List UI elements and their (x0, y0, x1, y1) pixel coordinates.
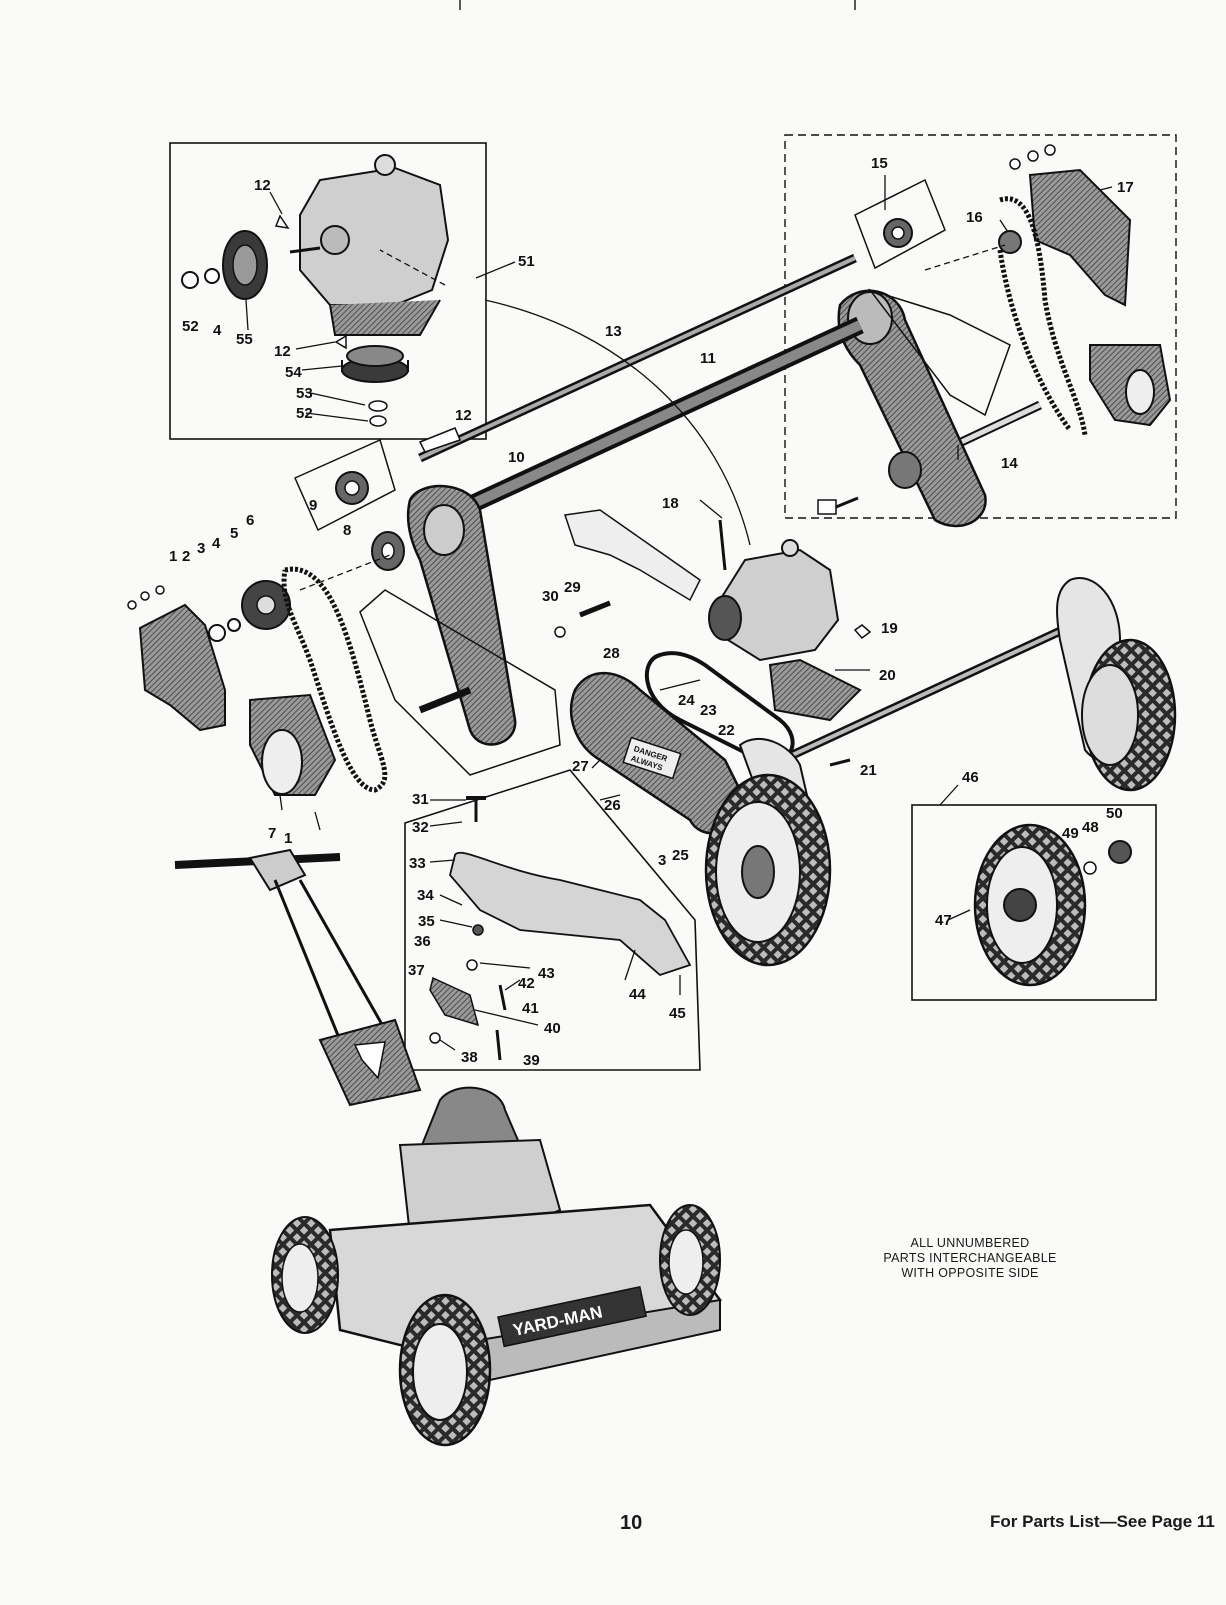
callout-3: 3 (658, 852, 666, 869)
callout-47: 47 (935, 912, 952, 929)
callout-37: 37 (408, 962, 425, 979)
callout-42: 42 (518, 975, 535, 992)
callout-46: 46 (962, 769, 979, 786)
callout-36: 36 (414, 933, 431, 950)
callout-3-left: 3 (197, 540, 205, 557)
callout-43: 43 (538, 965, 555, 982)
interchangeable-parts-note: ALL UNNUMBERED PARTS INTERCHANGEABLE WIT… (860, 1236, 1080, 1281)
long-shafts (418, 253, 864, 514)
callout-7: 7 (268, 825, 276, 842)
callout-35: 35 (418, 913, 435, 930)
rear-axle-wheels (704, 577, 1177, 967)
callout-40: 40 (544, 1020, 561, 1037)
page-number: 10 (620, 1512, 643, 1534)
callout-29: 29 (564, 579, 581, 596)
callout-13: 13 (605, 323, 622, 340)
callout-52: 52 (182, 318, 199, 335)
callout-16: 16 (966, 209, 983, 226)
callout-51: 51 (518, 253, 535, 270)
callout-1: 1 (169, 548, 177, 565)
callout-55: 55 (236, 331, 253, 348)
callout-32: 32 (412, 819, 429, 836)
callout-9: 9 (309, 497, 317, 514)
callout-45: 45 (669, 1005, 686, 1022)
right-drive-dashed-box (784, 134, 1177, 519)
callout-21: 21 (860, 762, 877, 779)
callout-12: 12 (254, 177, 271, 194)
callout-24: 24 (678, 692, 695, 709)
callout-20: 20 (879, 667, 896, 684)
callout-27: 27 (572, 758, 589, 775)
note-line: WITH OPPOSITE SIDE (901, 1266, 1039, 1280)
parts-list-reference: For Parts List—See Page 11 (990, 1512, 1215, 1531)
callout-2: 2 (182, 548, 190, 565)
lever-detail-box (404, 769, 701, 1071)
callout-30: 30 (542, 588, 559, 605)
callout-52-lower: 52 (296, 405, 313, 422)
callout-38: 38 (461, 1049, 478, 1066)
callout-12-lower: 12 (274, 343, 291, 360)
callout-18: 18 (662, 495, 679, 512)
callout-1-lower: 1 (284, 830, 292, 847)
leader-lines (245, 175, 1113, 1051)
callout-14: 14 (1001, 455, 1018, 472)
callout-54: 54 (285, 364, 302, 381)
callout-41: 41 (522, 1000, 539, 1017)
belt-cover: DANGER ALWAYS (570, 671, 747, 835)
callout-50: 50 (1106, 805, 1123, 822)
callout-48: 48 (1082, 819, 1099, 836)
note-line: ALL UNNUMBERED (910, 1236, 1030, 1250)
callout-23: 23 (700, 702, 717, 719)
callout-4: 4 (213, 322, 222, 339)
callout-39: 39 (523, 1052, 540, 1069)
callout-49: 49 (1062, 825, 1079, 842)
callout-22: 22 (718, 722, 735, 739)
lawn-mower-illustration: YARD-MAN (174, 848, 723, 1447)
wheel-detail-box (911, 804, 1157, 1001)
callout-10: 10 (508, 449, 525, 466)
callout-5: 5 (230, 525, 238, 542)
callout-4-left: 4 (212, 535, 221, 552)
right-drive-housing (837, 288, 1011, 528)
callout-31: 31 (412, 791, 429, 808)
callout-26: 26 (604, 797, 621, 814)
callout-25: 25 (672, 847, 689, 864)
callout-28: 28 (603, 645, 620, 662)
callout-15: 15 (871, 155, 888, 172)
left-chain-guard-assembly (127, 566, 388, 796)
callout-17: 17 (1117, 179, 1134, 196)
callout-8: 8 (343, 522, 351, 539)
callout-33: 33 (409, 855, 426, 872)
callout-12-shaft: 12 (455, 407, 472, 424)
callout-19: 19 (881, 620, 898, 637)
callout-34: 34 (417, 887, 434, 904)
callout-6: 6 (246, 512, 254, 529)
left-bearing-inset (294, 438, 405, 571)
callout-53: 53 (296, 385, 313, 402)
gearbox-inset-box (169, 142, 487, 440)
note-line: PARTS INTERCHANGEABLE (883, 1251, 1057, 1265)
callout-labels: 12 51 52 4 55 12 54 53 52 13 11 12 10 9 … (169, 155, 1134, 1069)
left-drive-housing (359, 484, 561, 776)
callout-11: 11 (700, 350, 716, 367)
callout-44: 44 (629, 986, 646, 1003)
